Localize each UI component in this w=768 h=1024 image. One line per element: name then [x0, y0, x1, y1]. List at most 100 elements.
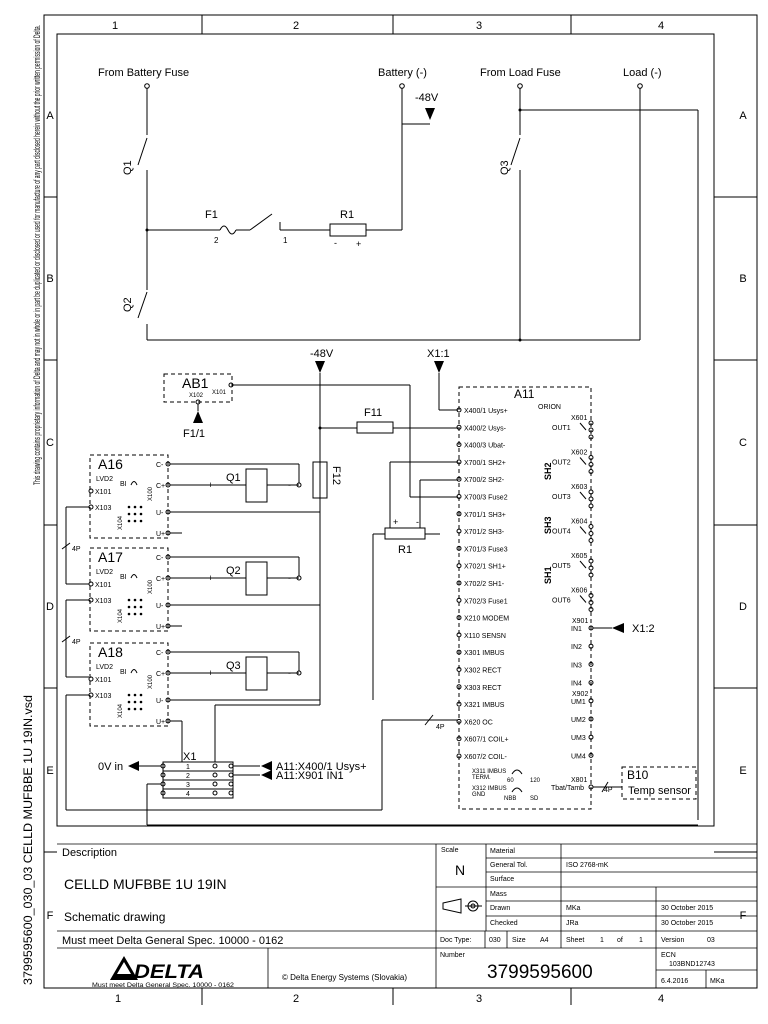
a11-left-pin: X702/1 SH1+: [464, 564, 506, 571]
row-label-b-right: B: [739, 273, 746, 285]
a11-out-label: OUT4: [552, 529, 571, 536]
module-bi: BI: [120, 481, 127, 488]
row-label-e-left: E: [46, 765, 53, 777]
row-label-a-right: A: [739, 110, 747, 122]
q1-switch-label: Q1: [122, 160, 134, 175]
a11-left-pin: X303 RECT: [464, 685, 502, 692]
x1-block-label: X1: [183, 751, 196, 763]
a11-out-conn: X604: [571, 519, 587, 526]
a11-out-label: OUT6: [552, 598, 571, 605]
drawn-label: Drawn: [490, 905, 510, 912]
module-x100: X100: [148, 486, 154, 501]
col-label-3-bottom: 3: [476, 993, 482, 1005]
row-label-c-left: C: [46, 437, 54, 449]
a11-out-label: OUT5: [552, 563, 571, 570]
a11-out-conn: X605: [571, 553, 587, 560]
ecn-value: 103BND12743: [669, 961, 715, 968]
n60-label: 60: [507, 778, 514, 784]
row-label-e-right: E: [739, 765, 746, 777]
drawing-subtitle: Schematic drawing: [64, 910, 165, 924]
a11-left-pin: X701/2 SH3-: [464, 529, 505, 536]
module-name: A18: [98, 644, 123, 660]
term-label: TERM.: [472, 775, 491, 781]
description-label: Description: [62, 847, 117, 859]
module-x104: X104: [118, 515, 124, 530]
a11-left-pin: X702/2 SH1-: [464, 581, 505, 588]
f1-label: F1: [205, 209, 218, 221]
checked-by: JRa: [566, 920, 579, 927]
module-lvd: LVD2: [96, 476, 113, 483]
module-x101: X101: [95, 582, 111, 589]
grid-labels: 1 2 3 4 1 2 3 4 A B C D E F A B C D E F: [46, 20, 747, 1005]
b10-temp-sensor: B10 Temp sensor: [621, 766, 697, 800]
bus-lines: -48V X1:1: [310, 348, 458, 705]
col-label-4-bottom: 4: [658, 993, 664, 1005]
a11-left-pin: X400/1 Usys+: [464, 408, 508, 415]
checked-label: Checked: [490, 920, 518, 927]
terminal-u-plus: U+: [156, 531, 165, 538]
terminal-c-plus: C+: [156, 576, 165, 583]
row-label-d-left: D: [46, 601, 54, 613]
size-value: A4: [540, 937, 549, 944]
module-x100: X100: [148, 579, 154, 594]
terminal-c-minus: C-: [156, 462, 164, 469]
module-bi: BI: [120, 574, 127, 581]
terminal-u-minus: U-: [156, 603, 164, 610]
x1-ref-usys: A11:X400/1 Usys+: [276, 761, 367, 773]
battery-neg-label: Battery (-): [378, 67, 427, 79]
a11-left-pin: X701/3 Fuse3: [464, 546, 508, 553]
x1-row-2: 2: [186, 773, 190, 780]
f11-label: F11: [364, 407, 382, 419]
checked-date: 30 October 2015: [661, 920, 713, 927]
power-section: From Battery Fuse Battery (-) From Load …: [98, 67, 699, 820]
delta-logo-icon: DELTA: [110, 956, 204, 983]
of-value: 1: [639, 937, 643, 944]
mass-label: Mass: [490, 891, 507, 898]
module-bi: BI: [120, 669, 127, 676]
module-x103: X103: [95, 505, 111, 512]
version-label: Version: [661, 937, 684, 944]
ab1-label: AB1: [182, 375, 209, 391]
terminal-c-minus: C-: [156, 555, 164, 562]
sh3-label: SH3: [543, 516, 553, 534]
x801-label: X801: [571, 777, 587, 784]
module-lvd: LVD2: [96, 569, 113, 576]
b10-label: Temp sensor: [628, 785, 691, 797]
a11-left-pin: X701/1 SH3+: [464, 512, 506, 519]
q2-switch-label: Q2: [122, 297, 134, 312]
a11-right-label: IN4: [571, 681, 582, 688]
proprietary-notice: This drawing contains proprietary inform…: [32, 25, 42, 485]
sheet-label: Sheet: [566, 937, 584, 944]
x1-row-3: 3: [186, 782, 190, 789]
of-label: of: [617, 937, 623, 944]
title-block: Description CELLD MUFBBE 1U 19IN Schemat…: [57, 843, 757, 989]
bi-jumper-icon: [130, 574, 138, 579]
a11-left-pin: X400/3 Ubat-: [464, 443, 506, 450]
x1-2-label: X1:2: [632, 623, 655, 635]
drawing-frame: [43, 14, 758, 1005]
terminal-u-minus: U-: [156, 698, 164, 705]
ab1-module: AB1 X102 X101 F1/1: [163, 373, 458, 498]
col-label-2-bottom: 2: [293, 993, 299, 1005]
company-text: © Delta Energy Systems (Slovakia): [282, 973, 407, 982]
minus48v-top: -48V: [415, 92, 439, 104]
f1-pin2: 2: [214, 236, 219, 245]
a11-left-pin: X700/2 SH2-: [464, 477, 505, 484]
x311-label: X311 IMBUS: [472, 769, 506, 775]
relay-coil-label: Q1: [226, 472, 241, 484]
general-tol-value: ISO 2768-mK: [566, 862, 609, 869]
a11-left-pin: X700/3 Fuse2: [464, 495, 508, 502]
r1-label: R1: [340, 209, 354, 221]
module-x104: X104: [118, 608, 124, 623]
r1b-label: R1: [398, 544, 412, 556]
module-x101: X101: [95, 489, 111, 496]
material-label: Material: [490, 848, 515, 855]
relay-coil-label: Q3: [226, 660, 241, 672]
a11-out-conn: X602: [571, 450, 587, 457]
a11-left-pin: X620 OC: [464, 719, 493, 726]
q3-switch-label: Q3: [499, 160, 511, 175]
scale-value: N: [455, 862, 465, 878]
f1-pin1: 1: [283, 236, 288, 245]
